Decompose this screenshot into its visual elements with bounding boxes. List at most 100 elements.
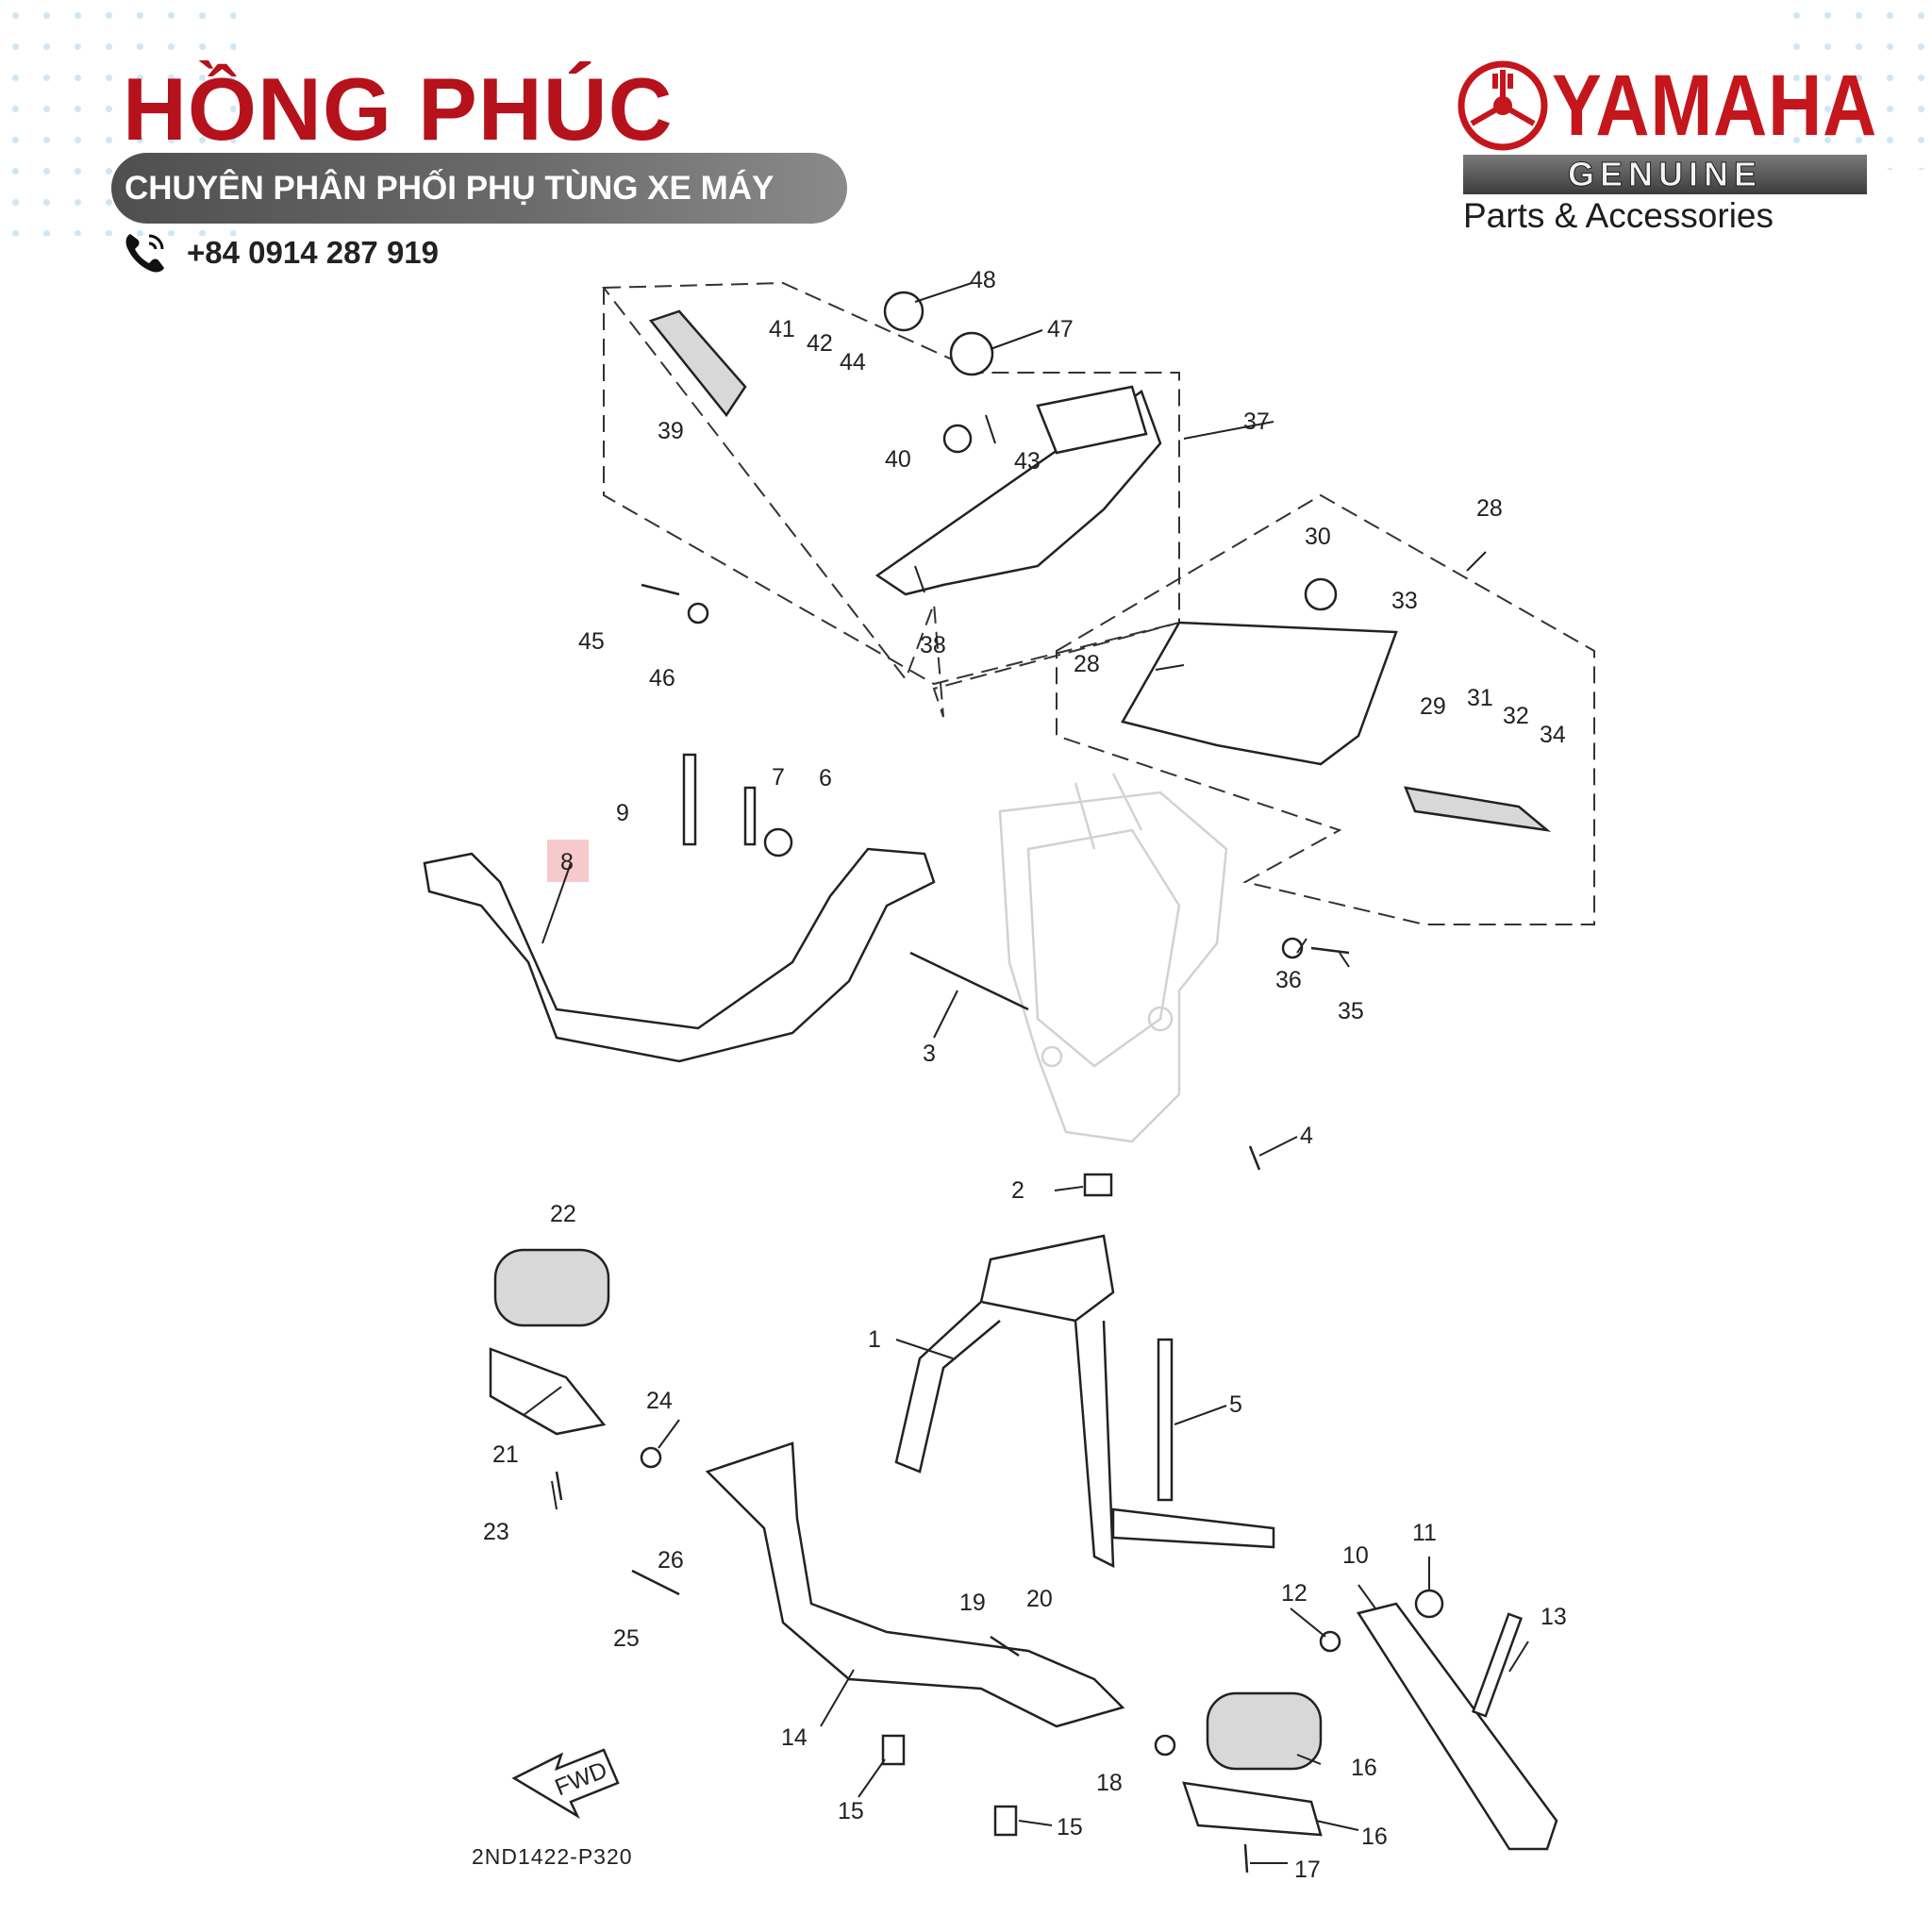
label-12: 12 — [1281, 1580, 1307, 1607]
label-24: 23 — [483, 1519, 509, 1545]
label-6: 6 — [819, 765, 832, 791]
part-30-footpeg — [1404, 786, 1552, 832]
diagram-code: 2ND1422-P320 — [472, 1844, 633, 1869]
label-26: 25 — [613, 1625, 640, 1652]
part-6-washer — [763, 827, 793, 858]
label-22: 21 — [492, 1441, 519, 1468]
part-1-stand-arm — [1111, 1507, 1275, 1549]
leader-lines — [523, 282, 1529, 1864]
phone-row[interactable]: +84 0914 287 919 — [121, 229, 439, 276]
label-28: 28 — [1476, 495, 1503, 522]
part-7-pin — [743, 786, 757, 846]
frame-outline — [998, 773, 1228, 1143]
label-41: 40 — [885, 446, 911, 473]
part-8-highlight — [547, 840, 589, 882]
part-22-footpeg-bracket — [489, 1347, 607, 1436]
part-16-footpeg-bracket — [1182, 1781, 1323, 1837]
part-37-washer — [1281, 937, 1304, 959]
part-18-bolt — [1243, 1843, 1249, 1874]
parts-accessories-text: Parts & Accessories — [1463, 196, 1774, 235]
label-29: 28 — [1074, 651, 1100, 677]
label-46: 45 — [578, 628, 605, 655]
part-1-stand-leg-right — [1074, 1320, 1115, 1569]
label-31: 30 — [1305, 524, 1331, 550]
label-11: 11 — [1412, 1520, 1437, 1546]
label-10: 10 — [1342, 1542, 1369, 1569]
part-29-bracket — [1121, 621, 1398, 766]
part-14-footrest-bar — [705, 1441, 1125, 1728]
label-1: 1 — [868, 1326, 881, 1353]
part-49-pin — [883, 291, 924, 332]
label-43: 42 — [807, 330, 833, 357]
label-42: 41 — [769, 316, 795, 342]
label-15a: 15 — [838, 1798, 864, 1824]
label-5: 5 — [1229, 1391, 1242, 1418]
part-15-bolt-a — [881, 1734, 906, 1766]
label-40: 39 — [658, 418, 684, 444]
yamaha-wordmark: YAMAHA — [1552, 58, 1878, 154]
part-23-footpeg-rubber — [493, 1248, 610, 1327]
footrest-group-28-box — [1056, 493, 1595, 925]
label-20: 19 — [959, 1590, 986, 1616]
label-48: 47 — [1047, 316, 1074, 342]
label-36: 35 — [1338, 998, 1364, 1024]
label-7: 7 — [772, 764, 785, 791]
part-labels: 48 47 41 42 44 39 40 43 37 38 45 46 28 3… — [483, 267, 1567, 1883]
decorative-dots-right — [1781, 0, 1932, 170]
label-15b: 15 — [1057, 1814, 1083, 1840]
label-25: 24 — [646, 1388, 673, 1414]
part-1-stand-leg-left — [894, 1301, 1001, 1474]
part-48-damper — [949, 331, 994, 376]
tagline-text: CHUYÊN PHÂN PHỐI PHỤ TÙNG XE MÁY — [125, 169, 774, 207]
part-15-bolt-b — [993, 1805, 1018, 1837]
part-26-pin — [631, 1569, 680, 1596]
part-41-pin — [942, 424, 973, 454]
label-37: 36 — [1275, 967, 1302, 993]
fwd-arrow-icon: FWD — [511, 1748, 620, 1820]
brand-title: HỒNG PHÚC — [123, 59, 674, 158]
label-34: 33 — [1391, 588, 1418, 614]
yamaha-tuning-fork-icon — [1457, 60, 1548, 151]
part-10-side-stand — [1357, 1602, 1558, 1851]
label-49: 48 — [970, 267, 996, 293]
label-27: 26 — [658, 1547, 684, 1574]
label-14: 14 — [781, 1724, 808, 1751]
label-18: 17 — [1294, 1857, 1321, 1883]
part-40-footpeg — [648, 309, 747, 418]
part-1-stand-top — [979, 1234, 1115, 1323]
genuine-text: GENUINE — [1567, 155, 1763, 194]
part-17-footpeg-rubber — [1206, 1691, 1323, 1771]
label-47: 46 — [649, 665, 675, 691]
label-16: 16 — [1361, 1824, 1388, 1850]
label-44: 43 — [1014, 448, 1041, 475]
part-3-shaft — [909, 951, 1029, 1011]
phone-number: +84 0914 287 919 — [187, 235, 440, 270]
label-35: 34 — [1540, 722, 1566, 748]
yamaha-genuine-logo: YAMAHA GENUINE Parts & Accessories — [1457, 57, 1876, 236]
part-38-bracket-top — [1036, 385, 1148, 455]
label-39: 38 — [920, 632, 946, 658]
label-13: 13 — [1541, 1604, 1567, 1630]
label-21: 20 — [1026, 1586, 1053, 1612]
genuine-bar: GENUINE — [1463, 155, 1867, 194]
part-2-stopper — [1083, 1173, 1113, 1197]
part-19-spring — [1154, 1734, 1176, 1757]
part-20-pin — [990, 1635, 1020, 1657]
part-9-spring — [682, 753, 697, 846]
label-19: 18 — [1096, 1770, 1123, 1796]
label-8: 8 — [560, 849, 574, 875]
part-11-bolt — [1414, 1589, 1444, 1619]
label-9: 9 — [616, 800, 629, 826]
part-36-bolt — [1310, 946, 1350, 955]
part-4-cotter-pin — [1248, 1145, 1261, 1171]
label-3: 3 — [923, 1041, 936, 1067]
part-31-pin — [1304, 577, 1338, 611]
label-23: 22 — [550, 1201, 576, 1227]
label-32: 31 — [1467, 685, 1493, 711]
part-47-washer — [687, 602, 709, 625]
part-5-spring — [1157, 1338, 1174, 1502]
part-25-spring — [640, 1446, 662, 1469]
label-30: 29 — [1420, 693, 1446, 720]
part-24-bolt — [555, 1471, 563, 1501]
